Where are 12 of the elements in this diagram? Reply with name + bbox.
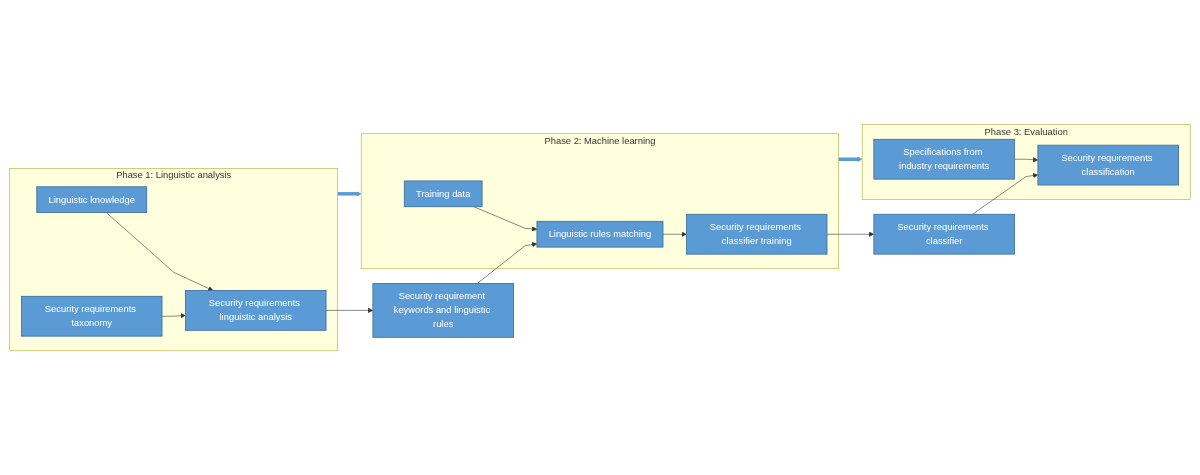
node-box: Security requirements taxonomy bbox=[21, 295, 163, 337]
node-box: Linguistic knowledge bbox=[36, 186, 148, 213]
node-box: Training data bbox=[403, 180, 483, 207]
node-box: Security requirements classifier training bbox=[686, 213, 828, 255]
node-box: Linguistic rules matching bbox=[536, 220, 664, 248]
node-box: Security requirements classification bbox=[1037, 144, 1179, 186]
node-box: Security requirement keywords and linguistic rules bbox=[372, 282, 514, 338]
node-box: Security requirements classifier bbox=[873, 213, 1015, 255]
node-box: Security requirements linguistic analysis bbox=[185, 289, 327, 331]
arrow bbox=[838, 156, 863, 162]
node-box: Specifications from industry requirements bbox=[873, 138, 1015, 180]
arrow bbox=[337, 191, 362, 197]
